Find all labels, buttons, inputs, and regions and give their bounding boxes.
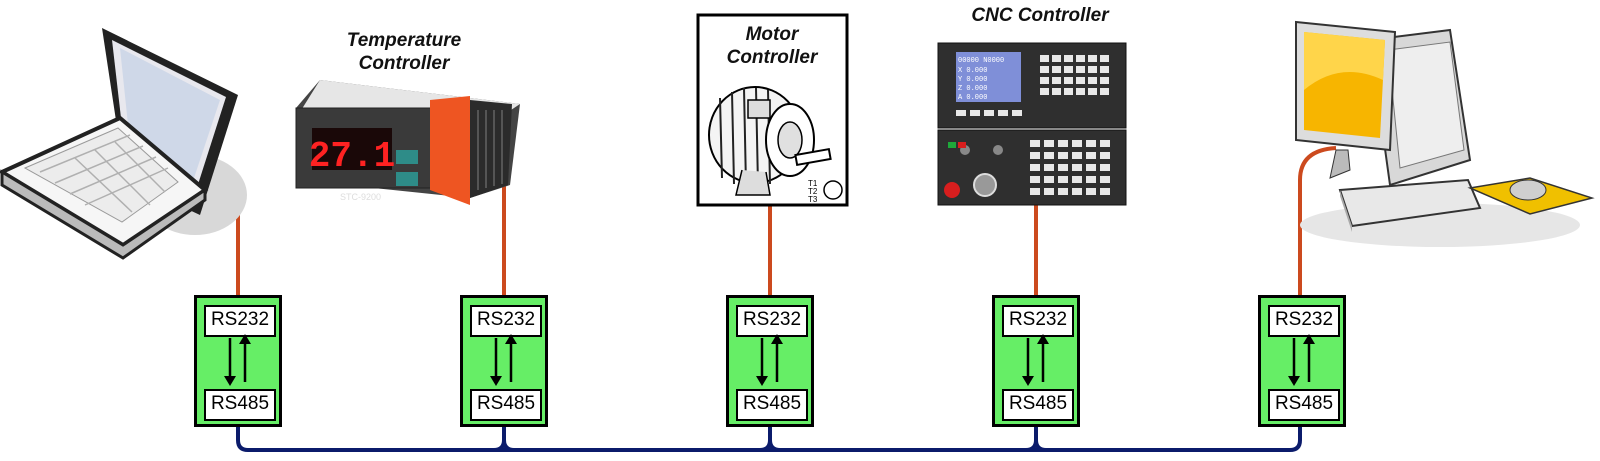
- rs485-port-label: RS485: [1002, 389, 1074, 421]
- rs232-port-label: RS232: [1002, 305, 1074, 337]
- rs485-port-label: RS485: [1268, 389, 1340, 421]
- bidirectional-arrows-icon: [1022, 334, 1049, 386]
- motor-label-line2: Controller: [727, 47, 819, 68]
- terminal-t1: T1: [808, 179, 818, 188]
- cnc-screen-row1: 00000 N0000: [958, 57, 1004, 65]
- temperature-label-line1: Temperature: [347, 30, 462, 51]
- laptop-icon: [0, 28, 247, 260]
- rs485-bus: [236, 422, 1302, 452]
- converter-5: RS232 RS485: [1258, 295, 1346, 427]
- cnc-screen-row4: Z 0.000: [958, 85, 987, 93]
- rs232-port-label: RS232: [470, 305, 542, 337]
- motor-label-line1: Motor: [746, 24, 800, 45]
- converter-3: RS232 RS485: [726, 295, 814, 427]
- cnc-label: CNC Controller: [971, 5, 1110, 26]
- cnc-screen-row5: A 0.000: [958, 94, 987, 102]
- rs232-port-label: RS232: [1268, 305, 1340, 337]
- cnc-screen-row2: X 0.000: [958, 67, 987, 75]
- rs485-port-label: RS485: [736, 389, 808, 421]
- svg-text:STC-9200: STC-9200: [340, 192, 381, 202]
- rs232-port-label: RS232: [736, 305, 808, 337]
- motor-controller-panel: Motor Controller T1 T2 T3: [696, 13, 849, 207]
- converter-4: RS232 RS485: [992, 295, 1080, 427]
- temperature-controller-icon: 27.1 STC-9200: [295, 80, 520, 205]
- converter-2: RS232 RS485: [460, 295, 548, 427]
- bidirectional-arrows-icon: [756, 334, 783, 386]
- rs485-port-label: RS485: [204, 389, 276, 421]
- electric-motor-icon: [708, 86, 832, 196]
- cnc-controller-icon: 00000 N0000 X 0.000 Y 0.000 Z 0.000 A 0.…: [937, 42, 1127, 206]
- rs485-port-label: RS485: [470, 389, 542, 421]
- converter-1: RS232 RS485: [194, 295, 282, 427]
- temperature-label-line2: Controller: [359, 53, 451, 74]
- bidirectional-arrows-icon: [1288, 334, 1315, 386]
- rs232-port-label: RS232: [204, 305, 276, 337]
- bidirectional-arrows-icon: [224, 334, 251, 386]
- bidirectional-arrows-icon: [490, 334, 517, 386]
- cnc-screen-row3: Y 0.000: [958, 76, 987, 84]
- desktop-computer-icon: [1295, 20, 1595, 247]
- desktop-wire: [1298, 146, 1337, 296]
- temperature-display: 27.1: [309, 136, 395, 177]
- terminal-t3: T3: [808, 195, 818, 204]
- terminal-t2: T2: [808, 187, 818, 196]
